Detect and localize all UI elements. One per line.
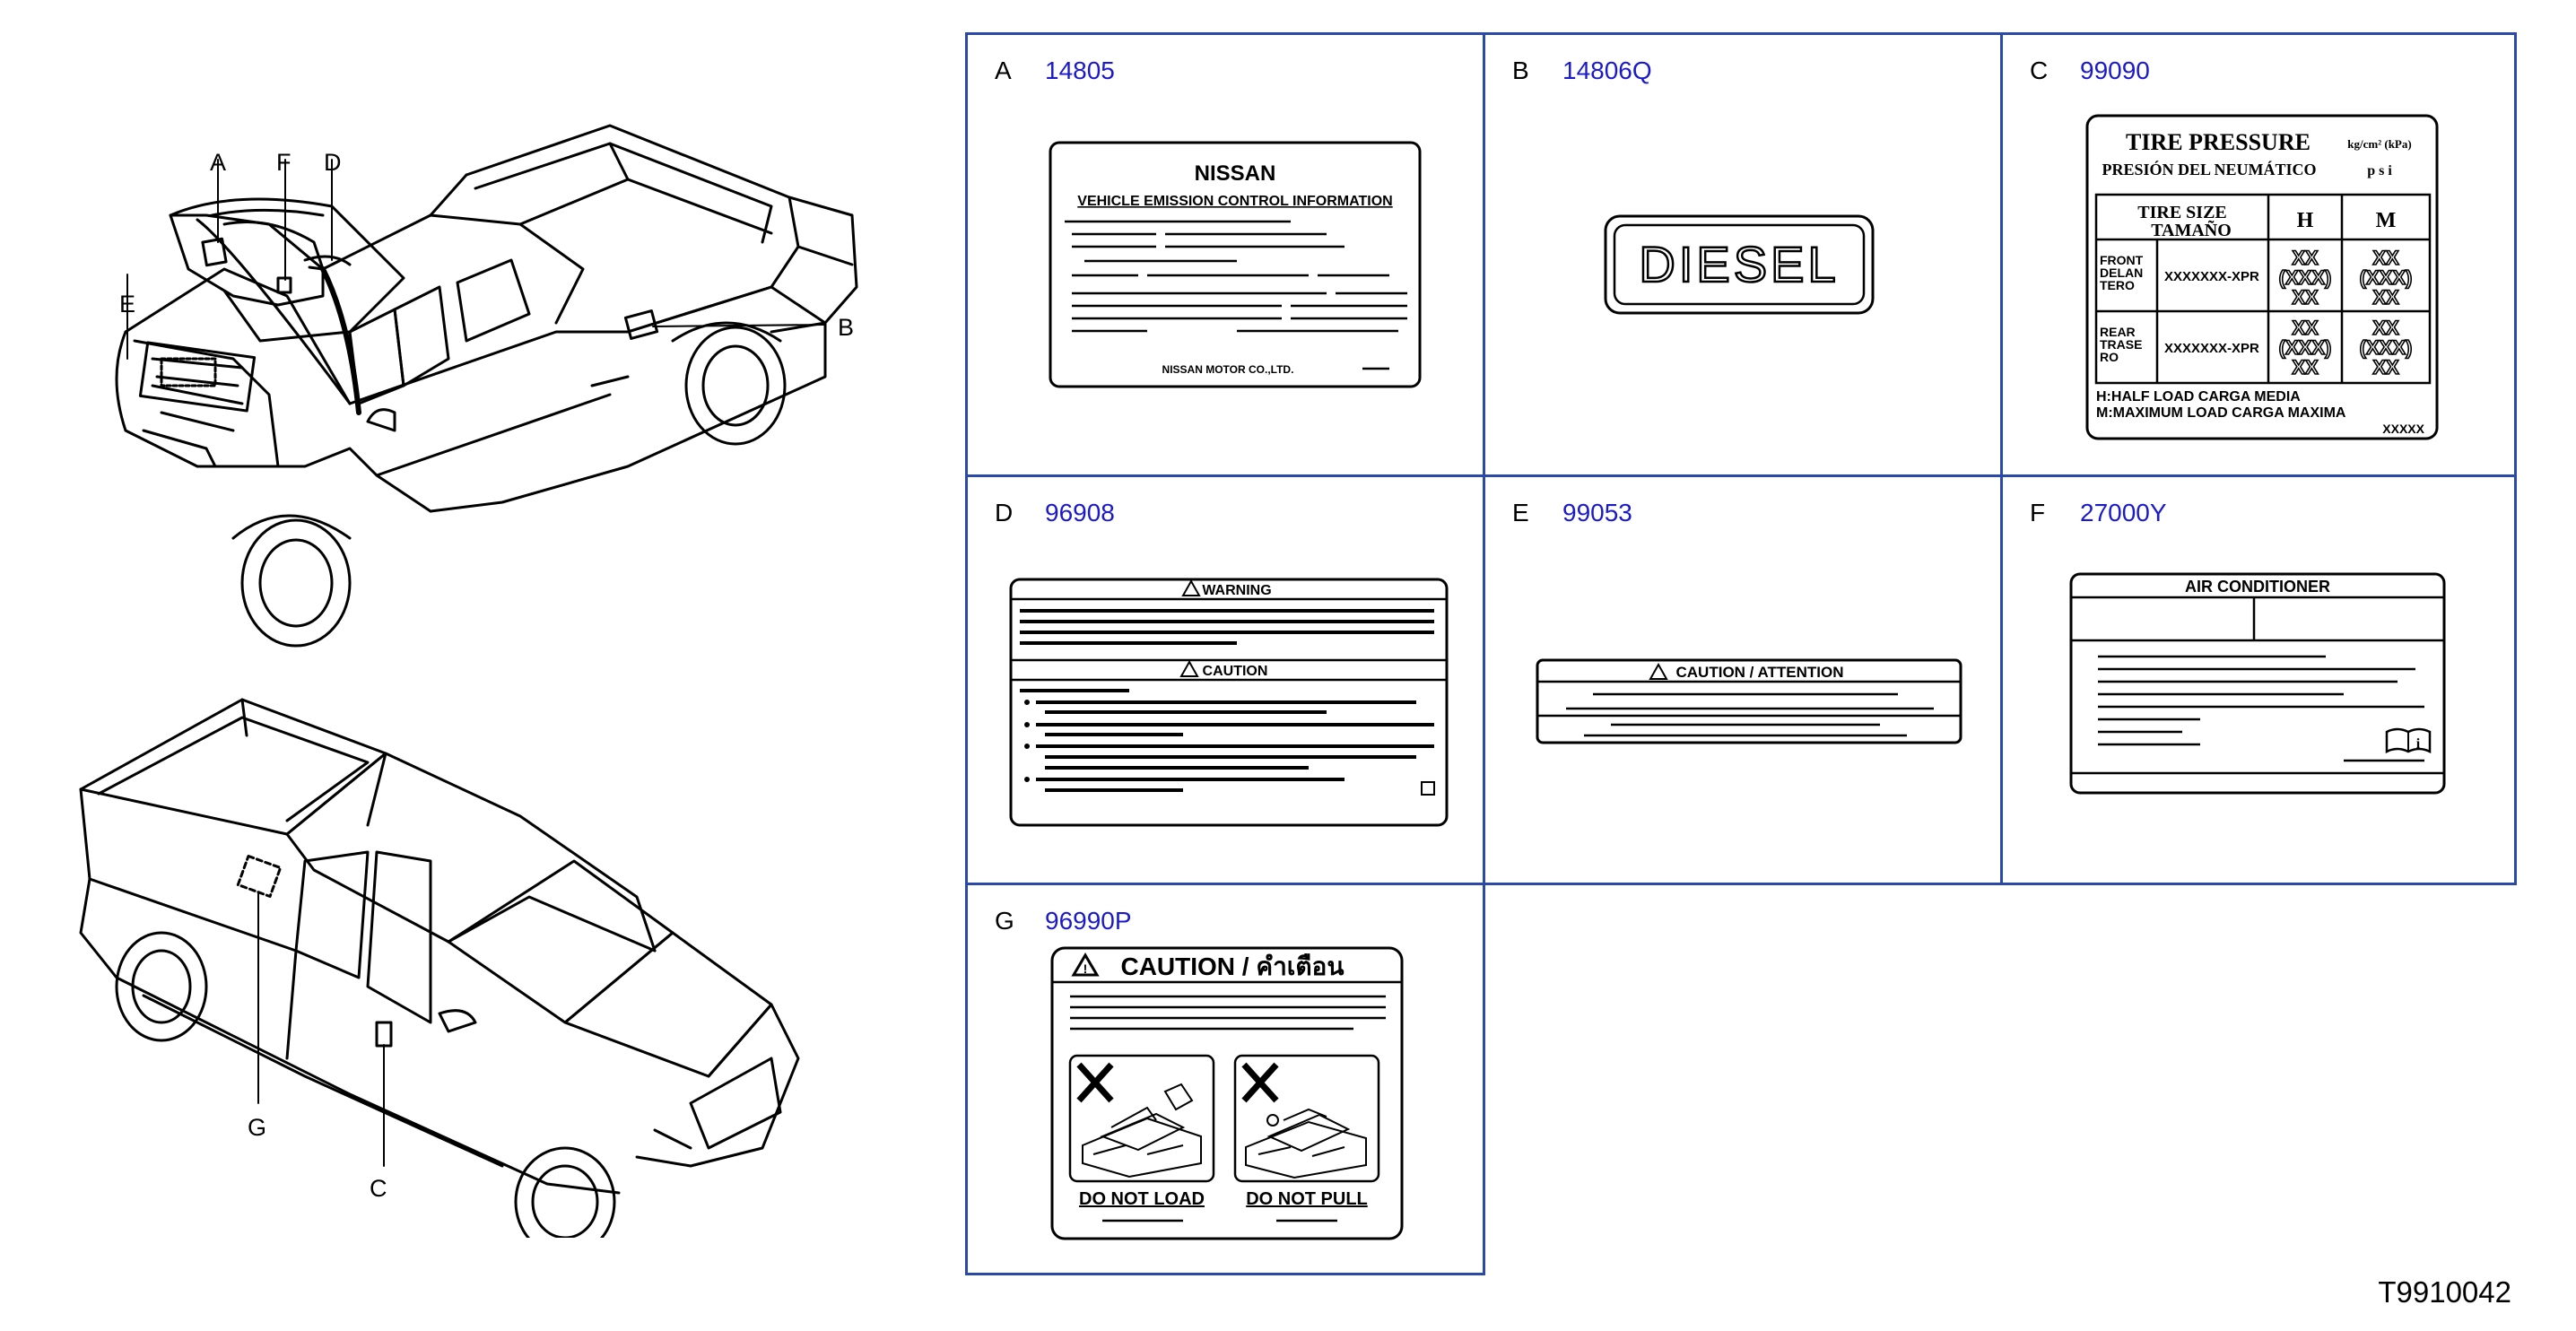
do-not-load-caption: DO NOT LOAD [1079, 1189, 1205, 1209]
air-conditioner-label-illustration: AIR CONDITIONER i [2069, 572, 2446, 795]
truck-bed-load-pictogram [1082, 1083, 1202, 1179]
tire-size-header: TIRE SIZE [2137, 203, 2227, 222]
tire-pressure-label-illustration: TIRE PRESSURE kg/cm² (kPa) PRESIÓN DEL N… [2085, 114, 2439, 440]
svg-text:FRONT: FRONT [2100, 253, 2144, 267]
part-number: 14806Q [1562, 57, 1652, 84]
truck-front-view [54, 90, 879, 664]
tire-unit2: p s i [2367, 163, 2392, 178]
svg-text:TERO: TERO [2100, 278, 2135, 292]
callout-g: G [248, 1114, 267, 1141]
tire-col-h: H [2297, 209, 2314, 232]
cell-e: E 99053 CAUTION / ATTENTION [1483, 474, 2003, 885]
cell-f: F 27000Y AIR CONDITIONER [2000, 474, 2517, 885]
svg-text:XXXXXXX-XPR: XXXXXXX-XPR [2164, 341, 2259, 356]
tire-note-1: H:HALF LOAD CARGA MEDIA [2096, 389, 2301, 405]
svg-text:XX: XX [2372, 286, 2399, 309]
tire-note-2: M:MAXIMUM LOAD CARGA MAXIMA [2096, 405, 2346, 421]
diagram-id: T9910042 [2378, 1275, 2511, 1309]
ac-title: AIR CONDITIONER [2185, 578, 2330, 596]
svg-text:!: ! [1083, 961, 1088, 976]
cell-letter: F [2030, 499, 2046, 526]
truck-front-illustration [115, 124, 858, 648]
emission-footer: NISSAN MOTOR CO.,LTD. [1162, 363, 1294, 376]
truck-rear-view [63, 682, 834, 1238]
warning-label-illustration: WARNING CAUTION [1009, 578, 1449, 827]
cell-letter: C [2030, 57, 2049, 84]
svg-text:TRASE: TRASE [2100, 337, 2142, 352]
part-number: 96908 [1045, 499, 1115, 526]
tire-unit: kg/cm² (kPa) [2347, 137, 2411, 151]
svg-text:XX: XX [2372, 317, 2399, 339]
emission-brand: NISSAN [1195, 161, 1276, 186]
label-grid: A 14805 NISSAN VEHICLE EMISSION CONTROL … [965, 32, 2517, 1275]
svg-text:(XXX): (XXX) [2279, 336, 2332, 359]
callout-f: F [276, 149, 292, 176]
caution-attention-title: CAUTION / ATTENTION [1676, 664, 1844, 681]
emission-title: VEHICLE EMISSION CONTROL INFORMATION [1077, 194, 1392, 209]
tire-code: XXXXX [2382, 422, 2424, 436]
cell-a: A 14805 NISSAN VEHICLE EMISSION CONTROL … [965, 32, 1485, 477]
tire-values: XX(XXX)XX XX(XXX)XX XX(XXX)XX XX(XXX)XX [2278, 246, 2413, 379]
part-number: 96990P [1045, 907, 1132, 935]
emission-label-illustration: NISSAN VEHICLE EMISSION CONTROL INFORMAT… [1049, 141, 1422, 388]
callout-b: B [838, 314, 855, 341]
cell-c: C 99090 TIRE PRESSURE kg/cm² (kPa) PRESI… [2000, 32, 2517, 477]
callout-a: A [210, 149, 227, 176]
svg-text:XXXXXXX-XPR: XXXXXXX-XPR [2164, 269, 2259, 284]
svg-text:RO: RO [2100, 350, 2119, 364]
caution-heading: CAUTION [1203, 664, 1268, 679]
part-number: 14805 [1045, 57, 1115, 84]
tire-size-header-es: TAMAÑO [2151, 220, 2232, 240]
caution-attention-label-illustration: CAUTION / ATTENTION [1536, 658, 1962, 744]
svg-text:(XXX): (XXX) [2360, 336, 2413, 359]
svg-text:XX: XX [2292, 356, 2319, 378]
manual-book-icon: i [2385, 727, 2432, 754]
svg-text:XX: XX [2372, 247, 2399, 269]
svg-text:XX: XX [2292, 286, 2319, 309]
svg-text:XX: XX [2372, 356, 2399, 378]
svg-text:REAR: REAR [2100, 325, 2136, 339]
diesel-badge-illustration: DIESEL [1604, 214, 1875, 315]
cell-b: B 14806Q DIESEL [1483, 32, 2003, 477]
truck-bed-pull-pictogram [1245, 1108, 1367, 1179]
callout-c: C [370, 1175, 387, 1202]
warning-text-lines [1020, 609, 1434, 792]
callout-d: D [324, 149, 342, 176]
cell-d: D 96908 WARNING CAUTION [965, 474, 1485, 885]
tire-col-m: M [2376, 209, 2397, 232]
info-i-icon: i [2416, 736, 2421, 752]
diesel-text: DIESEL [1639, 236, 1839, 292]
prohibited-x-icon [1241, 1062, 1279, 1103]
cell-g: G 96990P ! CAUTION / คำเตือน [965, 883, 1485, 1275]
cell-letter: B [1512, 57, 1529, 84]
part-number: 99090 [2080, 57, 2150, 84]
warning-heading: WARNING [1202, 583, 1271, 598]
svg-text:XX: XX [2292, 247, 2319, 269]
svg-text:DELAN: DELAN [2100, 265, 2143, 280]
cell-letter: D [995, 499, 1014, 526]
truck-rear-illustration [79, 698, 800, 1238]
svg-text:XX: XX [2292, 317, 2319, 339]
cell-letter: A [995, 57, 1012, 84]
prohibited-x-icon [1076, 1062, 1114, 1103]
tire-subtitle: PRESIÓN DEL NEUMÁTICO [2102, 160, 2316, 178]
tire-title: TIRE PRESSURE [2126, 129, 2311, 155]
cell-letter: G [995, 907, 1014, 935]
bed-caution-label-illustration: ! CAUTION / คำเตือน [1050, 946, 1404, 1240]
part-number: 27000Y [2080, 499, 2167, 526]
part-number: 99053 [1562, 499, 1632, 526]
do-not-pull-caption: DO NOT PULL [1246, 1189, 1368, 1209]
svg-text:(XXX): (XXX) [2279, 266, 2332, 289]
bed-caution-title: CAUTION / คำเตือน [1120, 953, 1344, 980]
callout-e: E [119, 291, 136, 318]
svg-text:(XXX): (XXX) [2360, 266, 2413, 289]
cell-letter: E [1512, 499, 1529, 526]
